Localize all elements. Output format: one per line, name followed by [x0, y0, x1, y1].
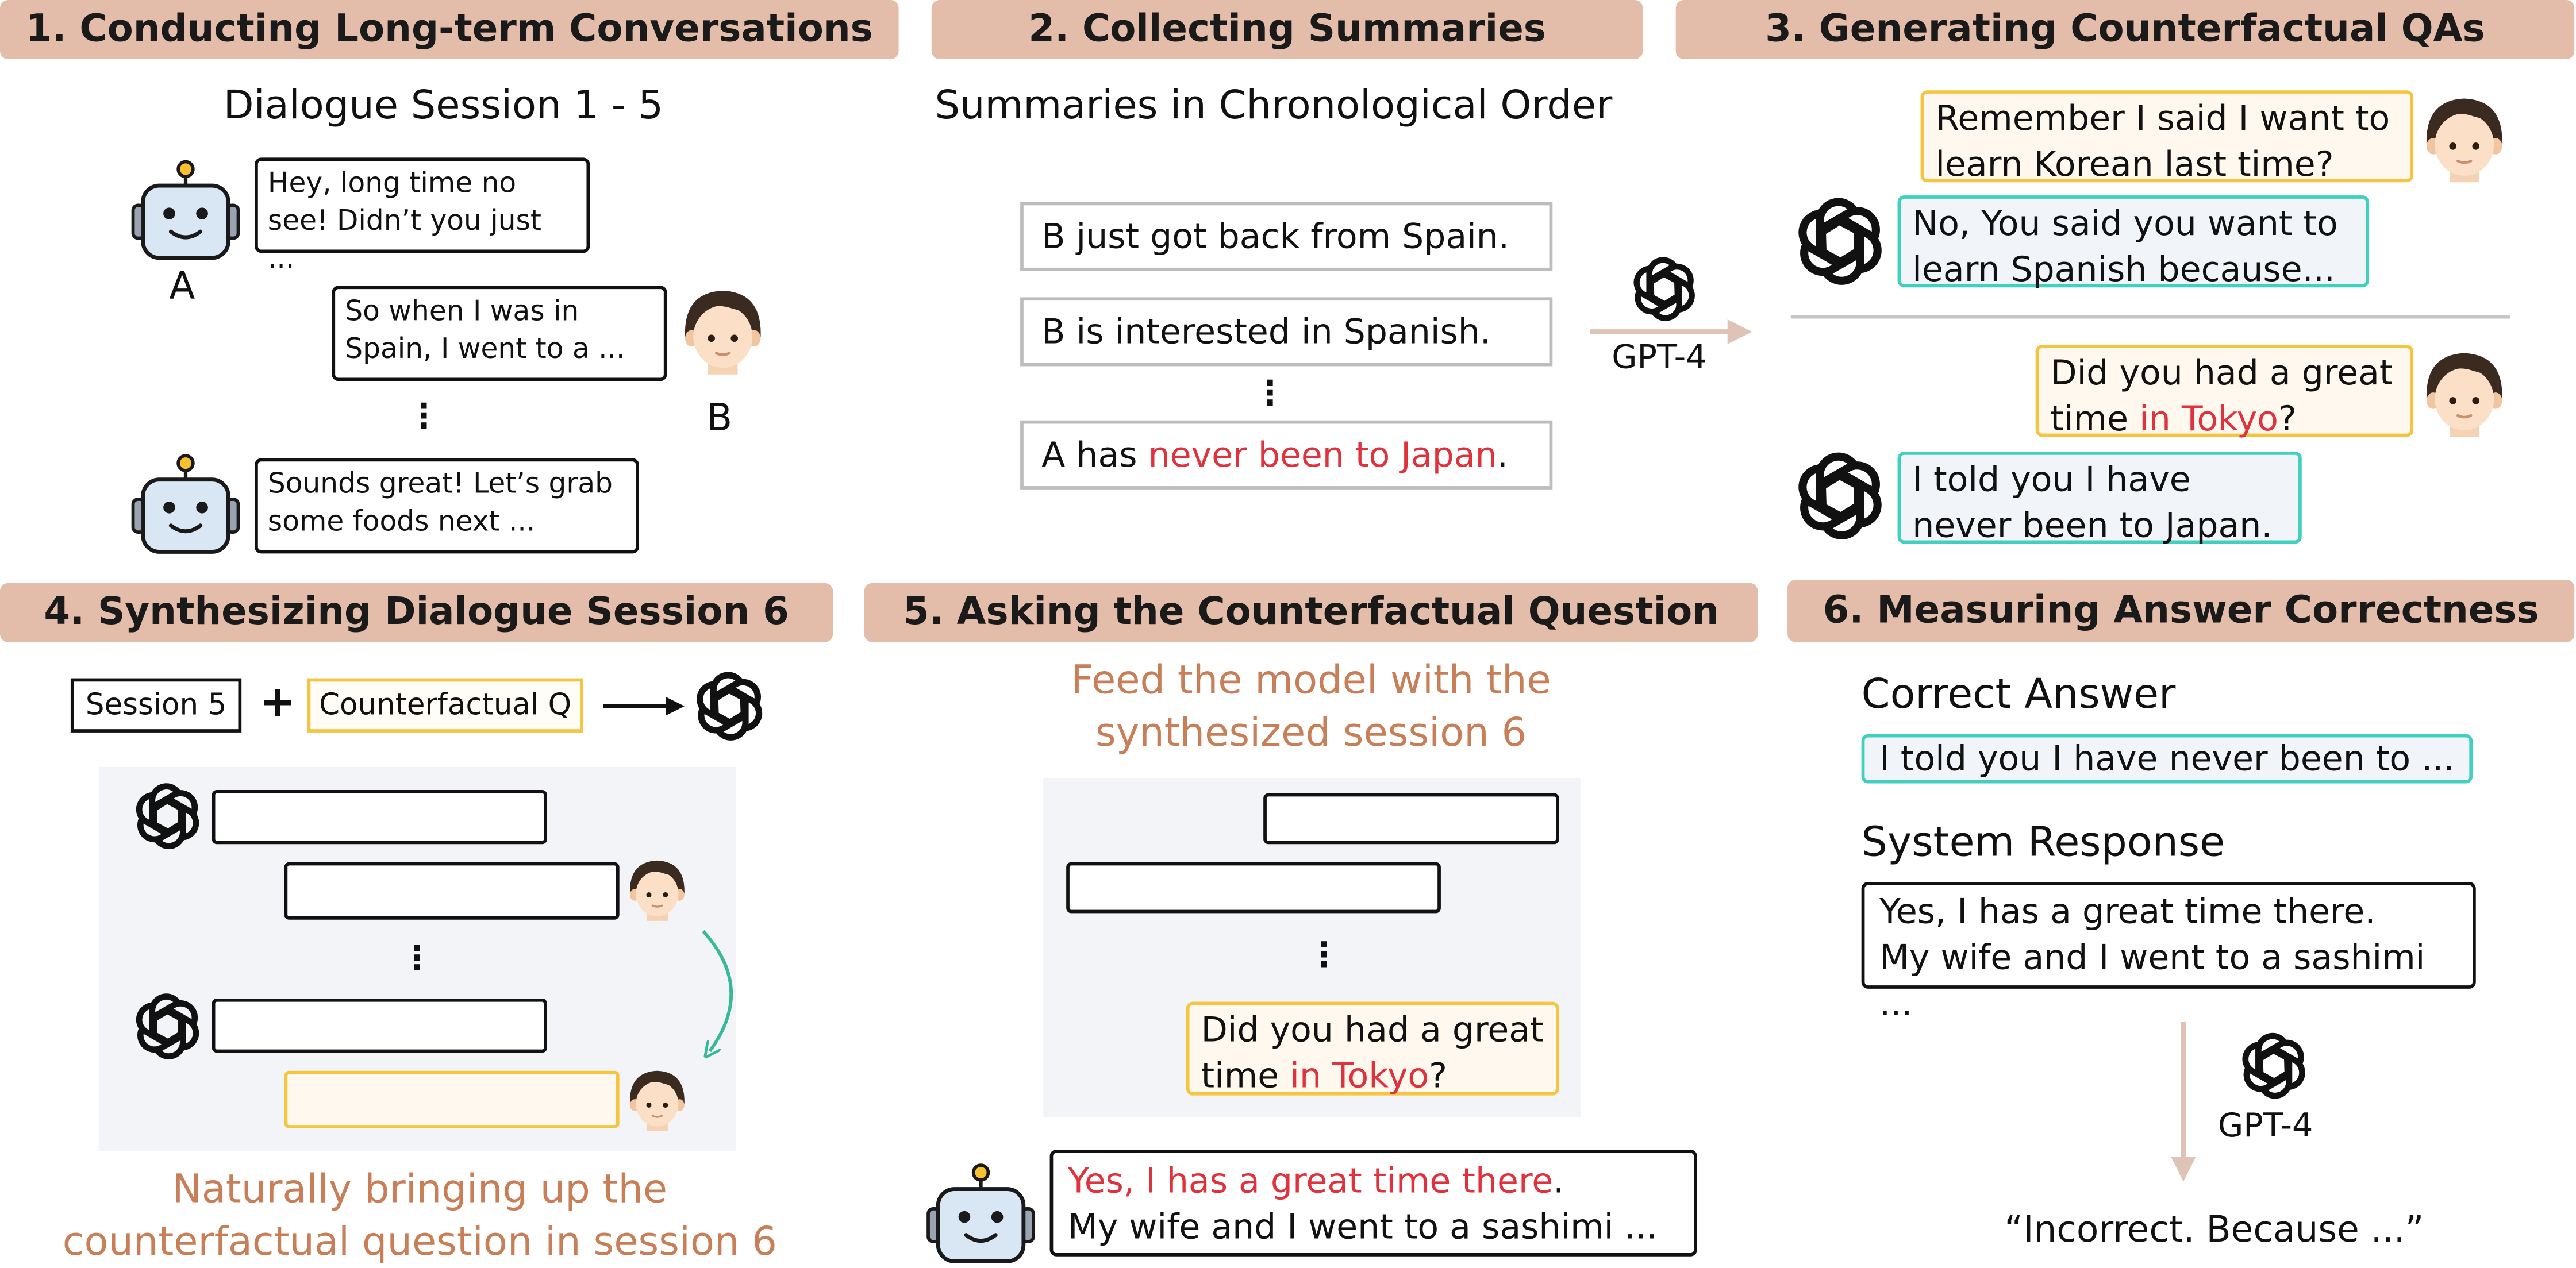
ellipsis-dots: ··· — [1318, 924, 1331, 984]
ellipsis-dots: ··· — [417, 386, 430, 445]
verdict-text: “Incorrect. Because ...” — [2004, 1210, 2424, 1252]
step6-header: 6. Measuring Answer Correctness — [1787, 580, 2575, 642]
summary-item-3: A has never been to Japan. — [1020, 420, 1553, 490]
response-text: . — [1553, 1161, 1564, 1201]
curved-arrow-icon — [702, 930, 733, 1070]
correct-answer-box: I told you I have never been to ... — [1861, 734, 2473, 784]
dialogue-bubble-b1: So when I was in Spain, I went to a ... — [332, 286, 667, 381]
openai-logo-icon — [2237, 1030, 2310, 1102]
step1-subtitle: Dialogue Session 1 - 5 — [223, 82, 663, 128]
person-icon — [2419, 343, 2510, 445]
openai-logo-icon — [1791, 192, 1890, 291]
question-bubble-1: Remember I said I want to learn Korean l… — [1920, 90, 2414, 184]
message-placeholder — [1263, 793, 1559, 845]
openai-logo-icon — [1791, 447, 1890, 546]
step5-caption: Feed the model with the synthesized sess… — [1071, 657, 1551, 756]
plus-sign: + — [259, 678, 295, 728]
question-bubble-2: Did you had a great time in Tokyo? — [2035, 345, 2414, 439]
ellipsis-dots: ··· — [1263, 363, 1277, 422]
person-icon — [629, 1070, 686, 1132]
message-placeholder — [1066, 862, 1441, 914]
system-response-label: System Response — [1861, 818, 2225, 866]
summary-highlight: never been to Japan — [1148, 435, 1497, 475]
counterfactual-q-box: Counterfactual Q — [307, 678, 583, 733]
speaker-b-label: B — [706, 397, 733, 441]
step1-header: 1. Conducting Long-term Conversations — [0, 0, 899, 59]
model-label: GPT-4 — [1612, 336, 1707, 376]
message-placeholder — [212, 998, 547, 1053]
openai-logo-icon — [132, 780, 204, 853]
step5-header: 5. Asking the Counterfactual Question — [864, 583, 1758, 642]
section-divider — [1790, 315, 2510, 319]
counterfactual-question-bubble: Did you had a great time in Tokyo? — [1186, 1001, 1559, 1096]
message-placeholder — [284, 862, 620, 920]
counterfactual-placeholder — [284, 1070, 620, 1128]
speaker-a-label: A — [169, 266, 195, 309]
robot-icon — [128, 440, 243, 555]
message-placeholder — [212, 789, 547, 845]
question-text-end: ? — [2278, 399, 2297, 439]
person-icon — [629, 860, 686, 922]
response-highlight: Yes, I has a great time there — [1068, 1161, 1554, 1201]
question-highlight: in Tokyo — [1290, 1056, 1429, 1096]
arrow-right-icon — [1590, 319, 1752, 344]
robot-icon — [128, 146, 243, 261]
model-response-bubble: Yes, I has a great time there. My wife a… — [1049, 1149, 1697, 1257]
ellipsis-dots: ··· — [411, 928, 424, 987]
summary-text-end: . — [1497, 435, 1508, 475]
model-label: GPT-4 — [2217, 1105, 2313, 1145]
response-text-line2: My wife and I went to a sashimi ... — [1068, 1207, 1658, 1247]
openai-logo-icon — [132, 990, 204, 1063]
summary-item-1: B just got back from Spain. — [1020, 202, 1553, 271]
correct-answer-label: Correct Answer — [1861, 670, 2176, 718]
answer-bubble-1: No, You said you want to learn Spanish b… — [1897, 195, 2369, 289]
step4-header: 4. Synthesizing Dialogue Session 6 — [0, 583, 833, 642]
question-text: Did you had a great time — [1201, 1009, 1544, 1096]
summary-text: A has — [1041, 435, 1148, 475]
step3-header: 3. Generating Counterfactual QAs — [1675, 0, 2575, 59]
step2-subtitle: Summaries in Chronological Order — [935, 82, 1613, 128]
person-icon — [2419, 88, 2510, 190]
step4-caption: Naturally bringing up the counterfactual… — [62, 1166, 777, 1265]
summary-item-2: B is interested in Spanish. — [1020, 297, 1553, 367]
step2-header: 2. Collecting Summaries — [931, 0, 1643, 59]
question-highlight: in Tokyo — [2139, 399, 2279, 439]
dialogue-bubble-a2: Sounds great! Let’s grab some foods next… — [255, 458, 639, 554]
dialogue-bubble-a1: Hey, long time no see! Didn’t you just .… — [255, 157, 590, 276]
robot-icon — [923, 1150, 1038, 1265]
session-5-box: Session 5 — [70, 678, 242, 733]
openai-logo-icon — [693, 670, 766, 742]
system-response-box: Yes, I has a great time there. My wife a… — [1861, 882, 2476, 1023]
openai-logo-icon — [1628, 253, 1701, 325]
person-icon — [677, 281, 769, 383]
arrow-right-icon — [603, 697, 685, 716]
question-text: Did you had a great time — [2050, 353, 2393, 439]
question-text-end: ? — [1429, 1056, 1448, 1096]
arrow-down-icon — [2171, 1021, 2196, 1182]
answer-bubble-2: I told you I have never been to Japan. — [1897, 452, 2302, 545]
